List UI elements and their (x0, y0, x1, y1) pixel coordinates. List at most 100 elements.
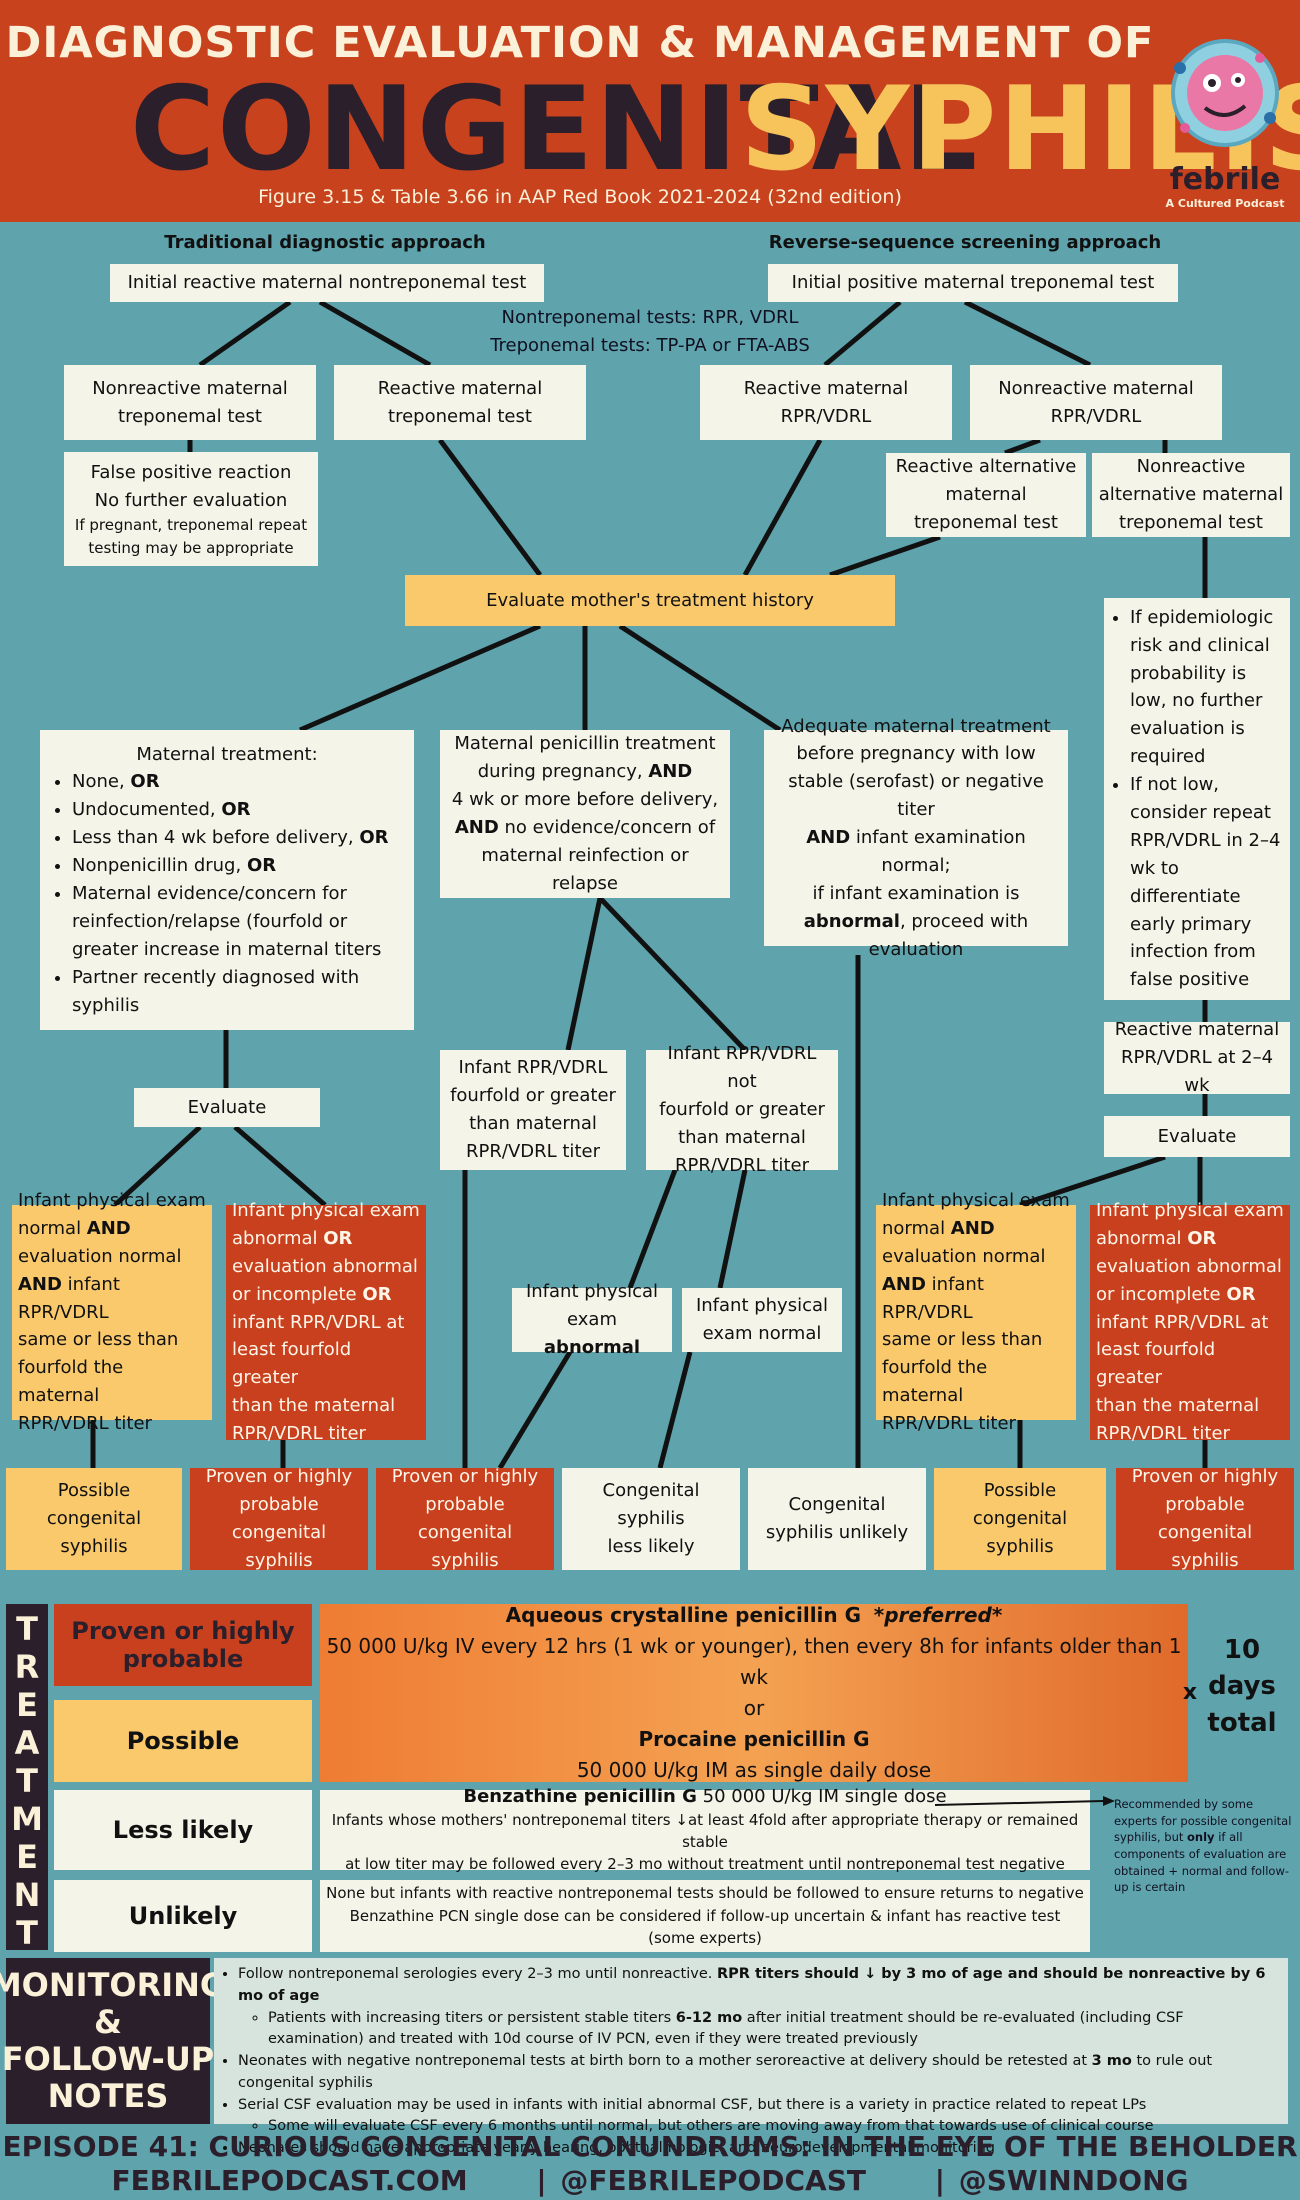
bold: OR (1187, 1227, 1217, 1249)
list-item: Nonpenicillin drug, OR (72, 852, 404, 880)
bold: AND (648, 761, 693, 783)
line: Benzathine PCN single dose can be consid… (349, 1906, 1061, 1948)
outcome-proven-3: Proven or highly probable congenital syp… (1116, 1466, 1294, 1571)
text: abnormal (232, 1227, 324, 1249)
line: probable (1165, 1494, 1245, 1516)
box-epidemiologic-risk: If epidemiologic risk and clinical proba… (1104, 598, 1290, 1000)
author-handle-link[interactable]: | @SWINNDONG (934, 2164, 1189, 2197)
bold: AND (806, 827, 851, 849)
line: Maternal penicillin treatment (454, 733, 716, 755)
line: congenital syphilis (972, 1508, 1068, 1557)
line: AND no evidence/concern of (446, 814, 724, 842)
maternal-treatment-title: Maternal treatment: (136, 743, 318, 765)
bold: 6-12 mo (675, 2009, 743, 2026)
header-banner (0, 0, 1300, 222)
line: Reactive maternal (1114, 1019, 1280, 1041)
line: total (1207, 1707, 1277, 1738)
line: least fourfold greater (1096, 1339, 1216, 1389)
text: to rule out congenital syphilis (238, 2053, 1213, 2091)
bold: RPR titers should ↓ by 3 mo of age and s… (238, 1966, 1266, 2004)
tests-note: Nontreponemal tests: RPR, VDRL Treponema… (440, 304, 860, 360)
treatment-row-less-likely: Less likely (54, 1790, 312, 1870)
line: same or less than (18, 1329, 179, 1351)
box-infant-fourfold: Infant RPR/VDRL fourfold or greater than… (440, 1050, 626, 1170)
line: AND infant RPR/VDRL (882, 1271, 1070, 1327)
treatment-row-unlikely: Unlikely (54, 1880, 312, 1952)
box-initial-treponemal: Initial positive maternal treponemal tes… (768, 264, 1178, 302)
list-item: Some will evaluate CSF every 6 months un… (268, 2116, 1280, 2138)
line: during pregnancy, AND (446, 758, 724, 786)
line: RPR/VDRL at 2–4 wk (1120, 1047, 1274, 1096)
list-item: If not low, consider repeat RPR/VDRL in … (1130, 771, 1284, 994)
sub-list: Some will evaluate CSF every 6 months un… (238, 2116, 1280, 2138)
line: evaluation (868, 938, 964, 960)
line: congenital syphilis (1157, 1522, 1253, 1571)
text: or incomplete (1096, 1283, 1227, 1305)
line: Infant physical exam (18, 1190, 206, 1211)
treatment-unlikely-box: None but infants with reactive nontrepon… (320, 1880, 1090, 1952)
letter: E (16, 1686, 38, 1724)
line: AND infant examination normal; (770, 824, 1062, 880)
line: Benzathine penicillin G 50 000 U/kg IM s… (326, 1784, 1084, 1810)
line: Infant RPR/VDRL (458, 1057, 608, 1079)
line: probable (425, 1494, 505, 1516)
podcast-handle-link[interactable]: | @FEBRILEPODCAST (536, 2164, 866, 2197)
box-initial-nontreponemal: Initial reactive maternal nontreponemal … (110, 264, 544, 302)
item-bold: OR (130, 771, 160, 793)
treatment-side-label: T R E A T M E N T (6, 1604, 48, 1952)
line: RPR/VDRL titer (18, 1413, 152, 1435)
letter: T (16, 1610, 38, 1648)
line: congenital syphilis (417, 1522, 513, 1571)
brand-name: febrile (1169, 162, 1281, 197)
line: abnormal OR (1096, 1225, 1284, 1253)
box-evaluate-treatment-history: Evaluate mother's treatment history (405, 575, 895, 626)
line: RPR/VDRL (780, 405, 872, 427)
text: normal (882, 1217, 951, 1239)
box-nonreactive-alternative: Nonreactive alternative maternal trepone… (1092, 453, 1290, 537)
box-reactive-rpr: Reactive maternal RPR/VDRL (700, 365, 952, 440)
letter: E (16, 1838, 38, 1876)
box-reactive-treponemal: Reactive maternal treponemal test (334, 365, 586, 440)
list-item: Patients with increasing titers or persi… (268, 2008, 1280, 2052)
line: & (94, 2003, 122, 2042)
box-nonreactive-rpr: Nonreactive maternal RPR/VDRL (970, 365, 1222, 440)
title-word-congenital: CONGENITAL (130, 62, 980, 197)
website-link[interactable]: FEBRILEPODCAST.COM (111, 2164, 468, 2197)
line: probable (239, 1494, 319, 1516)
line: Nonreactive maternal (92, 377, 288, 399)
letter: T (16, 1914, 38, 1952)
line: treponemal test (914, 511, 1058, 533)
monitoring-notes: Follow nontreponemal serologies every 2–… (214, 1958, 1288, 2156)
monitoring-side-label: MONITORING & FOLLOW-UP NOTES (0, 1958, 226, 2124)
box-maternal-treatment: Maternal treatment: None, OR Undocumente… (40, 730, 414, 1030)
box-exam-abnormal: Infant physical exam abnormal (512, 1281, 672, 1358)
line: evaluation normal (882, 1245, 1046, 1267)
item-text: Partner recently diagnosed with syphilis (72, 966, 360, 1016)
text: exam (567, 1309, 617, 1331)
text: during pregnancy, (477, 761, 649, 783)
text: Recommended by some experts for possible… (1114, 1797, 1292, 1845)
sub-list: Patients with increasing titers or persi… (238, 2008, 1280, 2052)
line: than maternal (469, 1113, 597, 1134)
line: least fourfold greater (232, 1339, 352, 1389)
text: , proceed with (899, 910, 1029, 932)
monitoring-list: Follow nontreponemal serologies every 2–… (222, 1964, 1280, 2160)
line: if infant examination is (812, 882, 1020, 904)
line: fourfold or greater (659, 1099, 825, 1121)
maternal-treatment-list: None, OR Undocumented, OR Less than 4 wk… (50, 768, 404, 1019)
bold: abnormal (543, 1336, 641, 1358)
text: or incomplete (232, 1283, 363, 1305)
heading-traditional: Traditional diagnostic approach (164, 232, 486, 253)
rx-main-dose: 50 000 U/kg IV every 12 hrs (1 wk or you… (326, 1634, 1182, 1689)
line: None but infants with reactive nontrepon… (326, 1884, 1084, 1903)
box-infant-not-fourfold: Infant RPR/VDRL not fourfold or greater … (646, 1043, 838, 1176)
bold: abnormal (803, 910, 900, 932)
letter: R (14, 1648, 40, 1686)
outcome-proven-2: Proven or highly probable congenital syp… (376, 1466, 554, 1571)
list-item: If epidemiologic risk and clinical proba… (1130, 604, 1284, 771)
line: before pregnancy with low (796, 743, 1036, 765)
box-exam-normal: Infant physical exam normal (682, 1288, 842, 1352)
times-sign: x (1182, 1680, 1198, 1705)
line: RPR/VDRL titer (882, 1413, 1016, 1435)
